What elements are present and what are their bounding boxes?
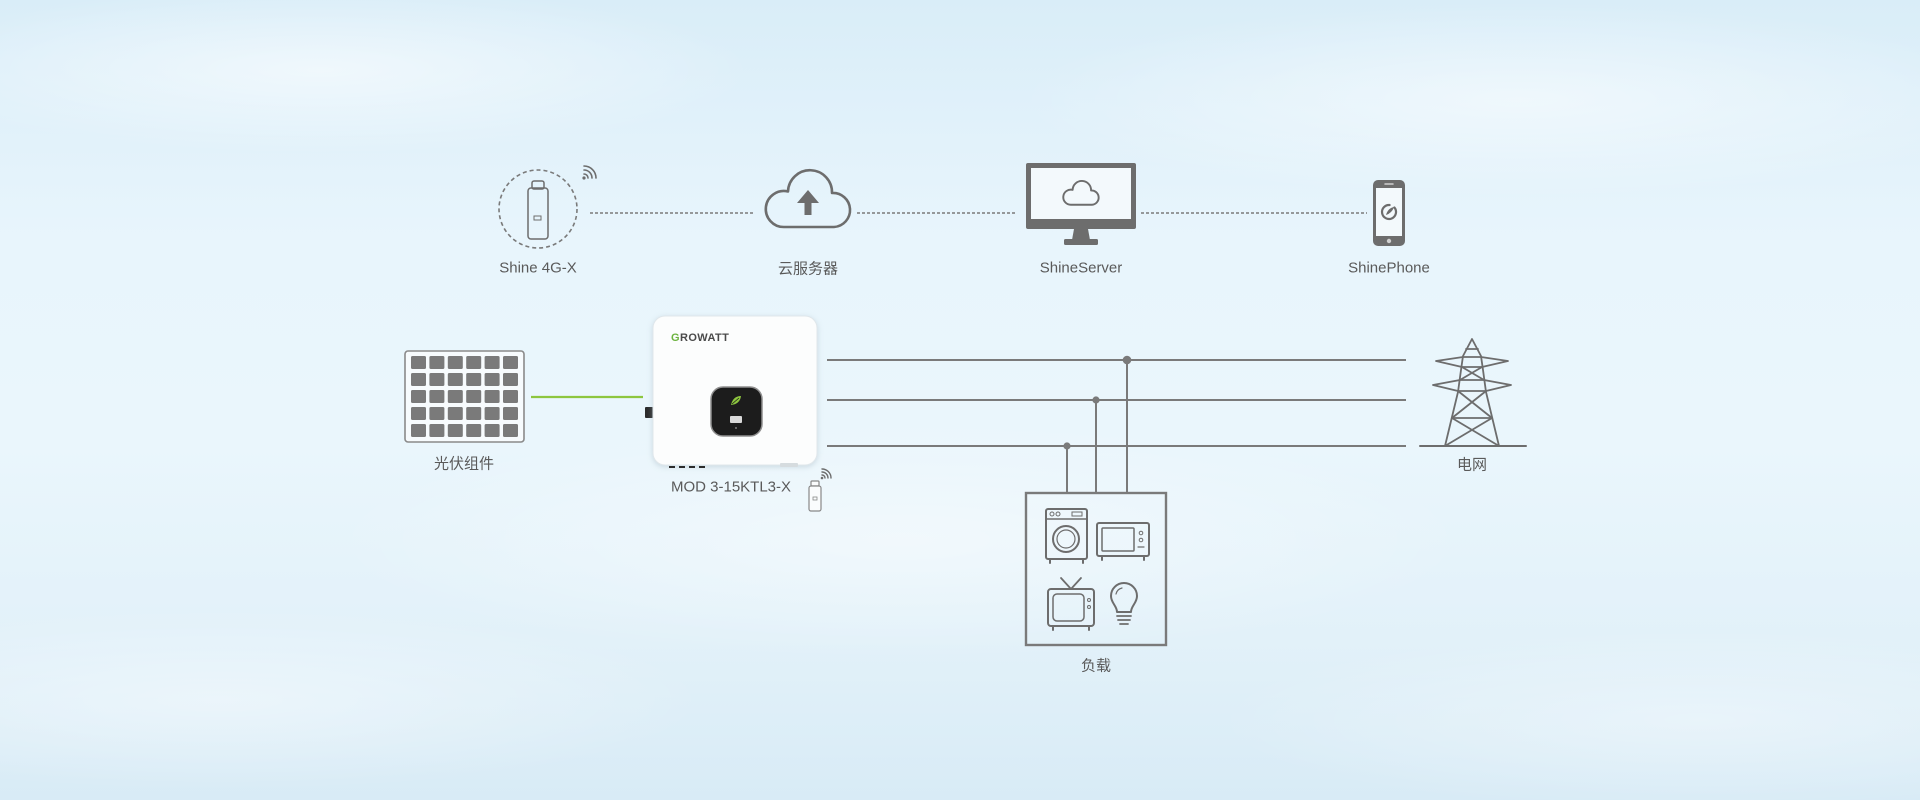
solar-cell xyxy=(429,407,445,420)
panel-cells xyxy=(411,356,518,437)
dashed-ring xyxy=(498,169,578,249)
monitor-icon xyxy=(1026,163,1136,245)
monitor-screen xyxy=(1031,168,1131,219)
leaf-vein xyxy=(731,397,740,405)
server-label: ShineServer xyxy=(1039,259,1123,277)
wireless-signal-icon xyxy=(582,165,597,180)
solar-cell xyxy=(503,424,518,437)
junctions xyxy=(1063,355,1132,450)
usb-dongle-cap xyxy=(810,480,820,487)
solar-cell xyxy=(503,356,518,369)
monitor-neck xyxy=(1072,229,1090,240)
solar-cell xyxy=(429,390,445,403)
usb-dongle-led xyxy=(812,496,818,501)
solar-cell xyxy=(447,373,463,386)
pv-label: 光伏组件 xyxy=(433,455,495,473)
solar-cell xyxy=(411,424,426,437)
display-indicator xyxy=(730,416,742,423)
solar-cell xyxy=(503,407,518,420)
load-label: 负载 xyxy=(1080,657,1112,675)
solar-cell xyxy=(466,407,482,420)
solar-cell xyxy=(447,424,463,437)
solar-cell xyxy=(484,373,500,386)
wireless-signal-icon xyxy=(820,468,832,480)
solar-cell xyxy=(484,424,500,437)
dongle-led xyxy=(533,215,542,221)
solar-cell xyxy=(484,390,500,403)
solar-cell xyxy=(429,356,445,369)
solar-cell xyxy=(466,373,482,386)
grid-label: 电网 xyxy=(1456,456,1488,474)
ac-bus xyxy=(827,359,1406,493)
usb-dongle-icon xyxy=(808,480,822,512)
solar-cell xyxy=(503,373,518,386)
phone-home-button xyxy=(1386,238,1392,244)
solar-cell xyxy=(503,390,518,403)
solar-cell xyxy=(411,356,426,369)
usb-dongle-body xyxy=(808,485,822,512)
solar-cell xyxy=(411,390,426,403)
smartphone-icon xyxy=(1373,180,1405,246)
light-bulb-icon xyxy=(1110,582,1138,625)
load-frame xyxy=(1024,491,1168,647)
solar-cell xyxy=(447,407,463,420)
transmission-tower-icon xyxy=(1419,338,1527,447)
solar-cell xyxy=(411,373,426,386)
solar-cell xyxy=(411,407,426,420)
microwave-icon xyxy=(1096,522,1150,561)
app-logo-icon xyxy=(1380,203,1398,221)
inverter-display xyxy=(710,386,763,437)
display-dot xyxy=(735,427,737,429)
dongle-cap xyxy=(531,180,545,190)
dongle-body xyxy=(527,187,549,240)
tv-icon xyxy=(1047,577,1095,631)
load-box xyxy=(1024,491,1168,647)
solar-cell xyxy=(466,424,482,437)
solar-cell xyxy=(429,424,445,437)
junction-dot xyxy=(1063,442,1071,450)
inverter-icon xyxy=(645,315,818,468)
cloud-label: 云服务器 xyxy=(777,260,839,278)
solar-cell xyxy=(466,390,482,403)
datalogger-label: Shine 4G-X xyxy=(499,259,577,277)
solar-cell xyxy=(447,356,463,369)
solar-panel-icon xyxy=(404,350,525,443)
brand-logo: GROWATT xyxy=(671,332,730,344)
washing-machine-icon xyxy=(1045,508,1088,564)
junction-dot xyxy=(1092,396,1100,404)
solar-cell xyxy=(484,407,500,420)
solar-cell xyxy=(484,356,500,369)
monitor-base xyxy=(1064,239,1098,245)
upload-arrow-shaft xyxy=(804,202,812,215)
junction-dot xyxy=(1122,355,1132,365)
solar-cell xyxy=(429,373,445,386)
4g-dongle-icon xyxy=(498,169,578,249)
inverter-model-label: MOD 3-15KTL3-X xyxy=(670,478,792,496)
app-logo-leaf xyxy=(1386,207,1394,215)
solar-cell xyxy=(447,390,463,403)
dongle-port xyxy=(780,463,798,467)
dc-connector xyxy=(645,407,653,418)
cloud-upload-icon xyxy=(764,168,852,229)
upload-arrow-head xyxy=(797,190,819,203)
app-label: ShinePhone xyxy=(1348,259,1430,277)
solar-cell xyxy=(466,356,482,369)
